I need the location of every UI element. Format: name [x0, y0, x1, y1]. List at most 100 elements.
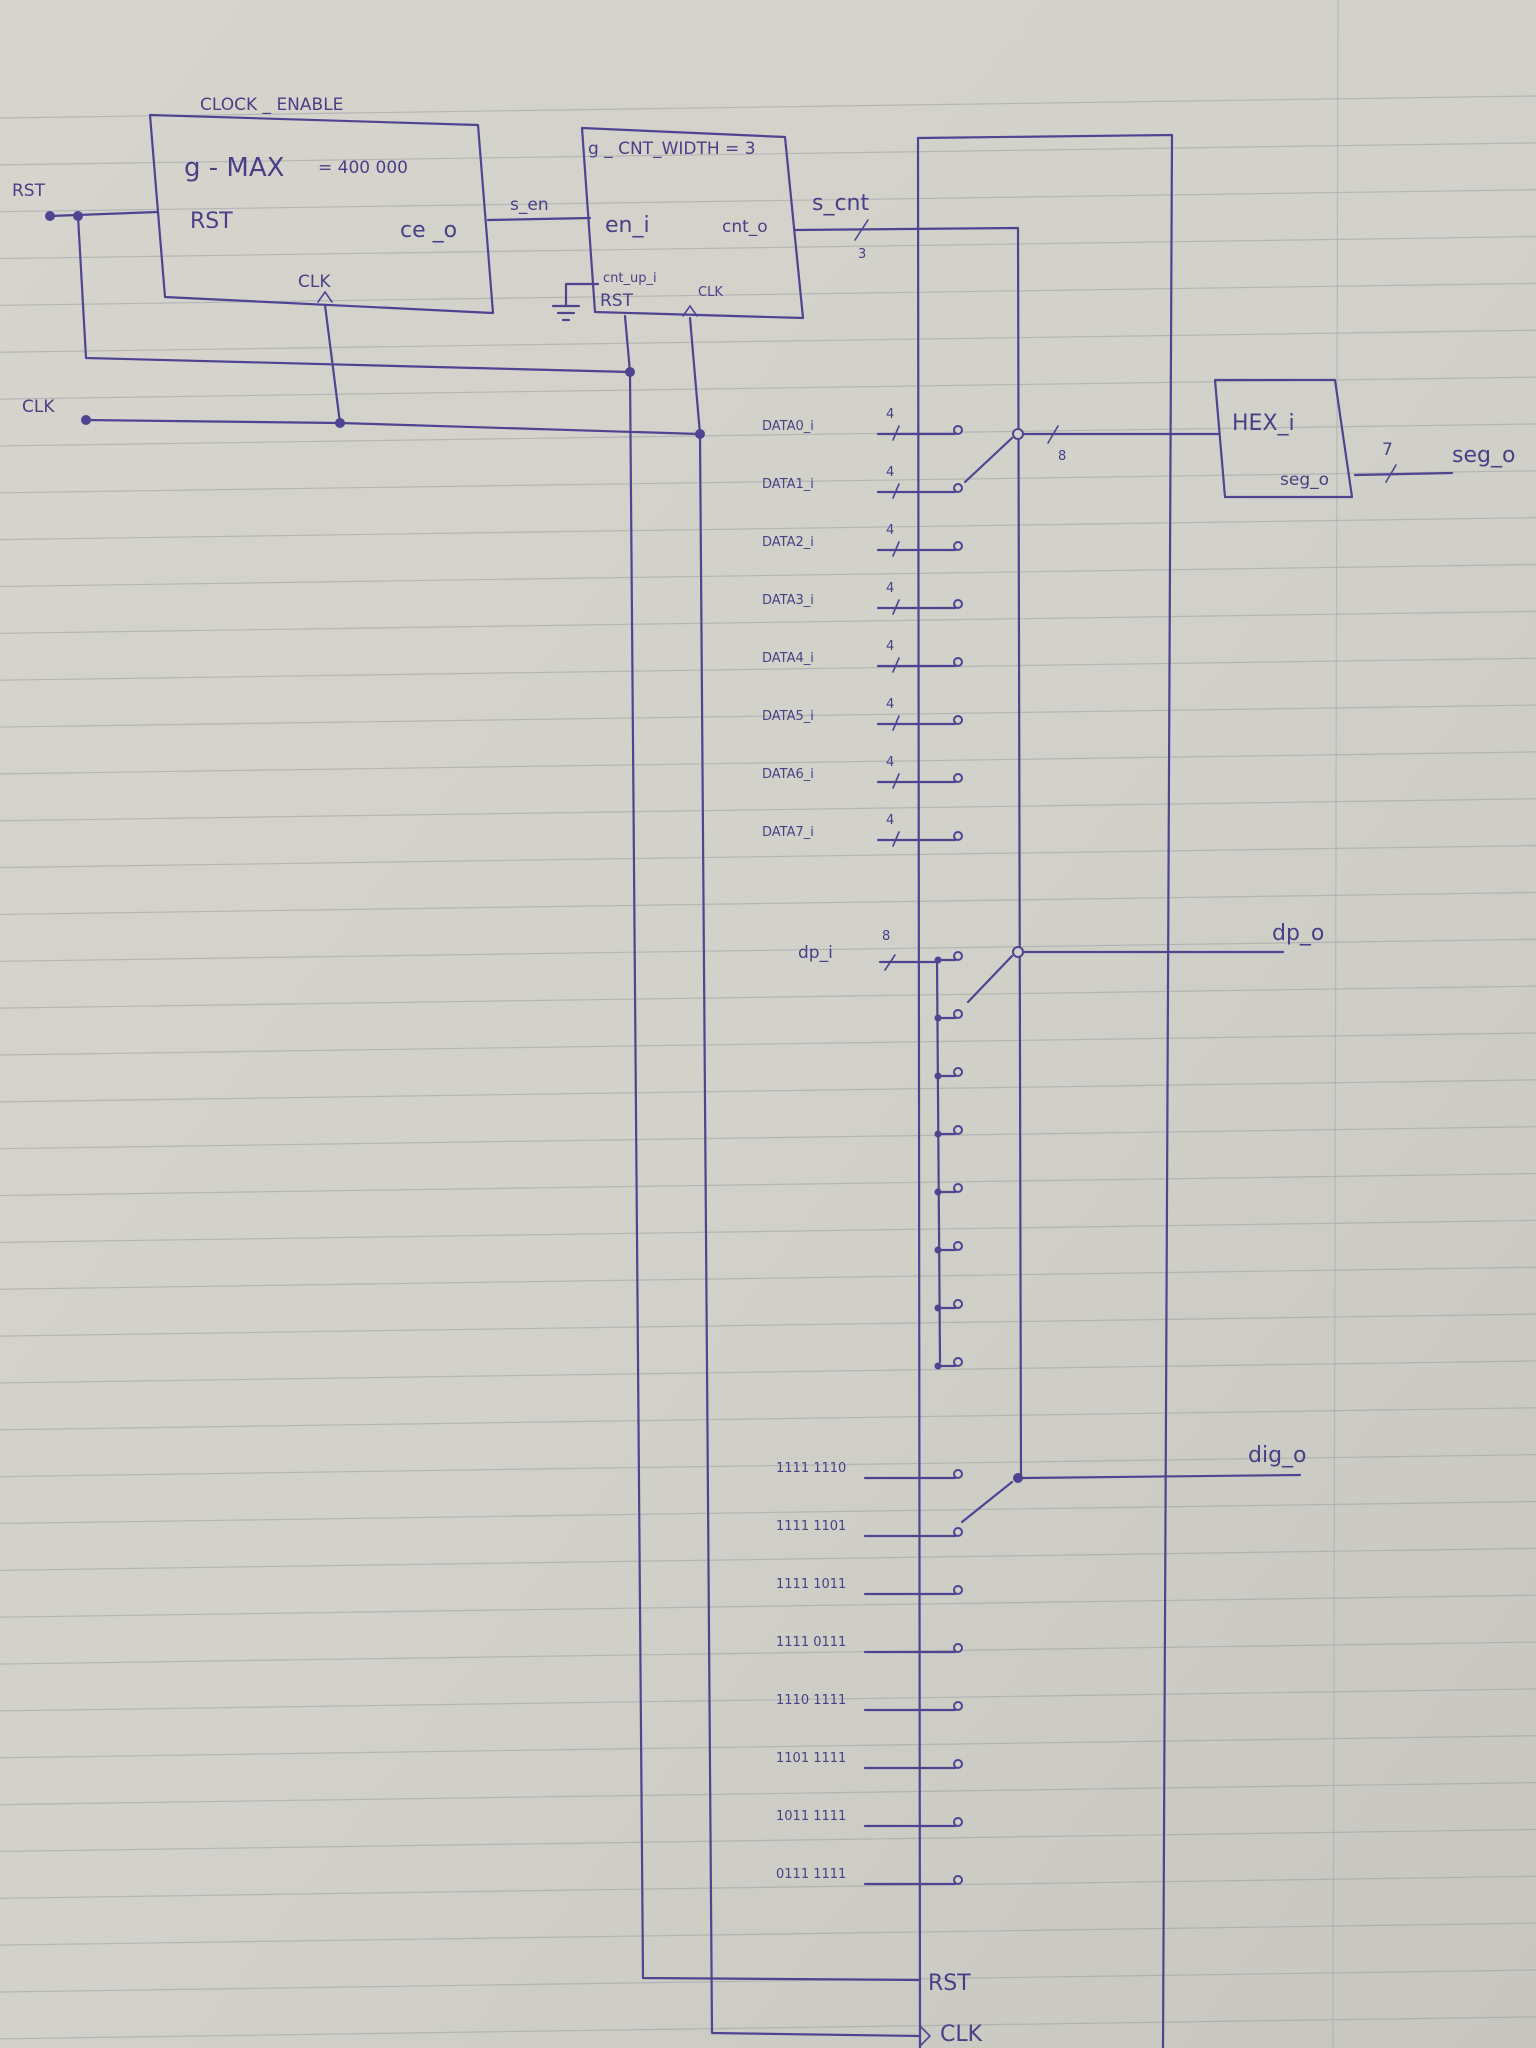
mux-input-terminal	[953, 1759, 963, 1769]
bus-slash	[892, 425, 900, 441]
dig-mux-switch	[960, 1480, 1014, 1524]
s-cnt-width: 3	[858, 247, 866, 262]
clk-input-label: CLK	[22, 397, 55, 417]
bus-slash	[892, 657, 900, 673]
mux-input-terminal	[953, 1357, 963, 1367]
mux-input-terminal	[953, 1299, 963, 1309]
ruled-line	[0, 1969, 1536, 1993]
ruled-line	[0, 189, 1536, 213]
hex-block: HEX_i seg_o 7 seg_o	[1213, 378, 1515, 499]
cnt-width-generic: g _ CNT_WIDTH = 3	[588, 139, 756, 159]
mux-input-terminal	[953, 831, 963, 841]
seg-output-label: seg_o	[1452, 443, 1515, 468]
ruled-line	[0, 751, 1536, 775]
ground-icon	[551, 304, 581, 322]
mux-clk-pin: CLK	[940, 2022, 983, 2047]
clock-enable-title: CLOCK _ ENABLE	[200, 95, 343, 115]
ruled-line	[0, 95, 1536, 119]
mux-input-terminal	[953, 1067, 963, 1077]
mux-input-terminal	[953, 715, 963, 725]
bus-slash	[892, 599, 900, 615]
ruled-lines	[0, 95, 1536, 2040]
data-input-width: 4	[886, 639, 894, 654]
ce-output-pin: ce _o	[400, 218, 457, 243]
data-input-width: 4	[886, 465, 894, 480]
en-input-pin: en_i	[605, 213, 650, 238]
bus-slash	[892, 773, 900, 789]
data-input-width: 4	[886, 697, 894, 712]
ruled-line	[0, 1641, 1536, 1665]
ruled-line	[0, 1032, 1536, 1056]
ruled-line	[0, 517, 1536, 541]
data-input-label: DATA1_i	[762, 477, 814, 492]
ruled-line	[0, 1735, 1536, 1759]
data-input-width: 4	[886, 523, 894, 538]
mux-input-terminal	[953, 1241, 963, 1251]
margin-line	[1332, 0, 1339, 2048]
dp-width: 8	[882, 929, 890, 944]
clk-bus-wire	[688, 316, 922, 2038]
cnt-output-pin: cnt_o	[722, 217, 768, 237]
bus-slash	[892, 715, 900, 731]
dig-output-label: dig_o	[1248, 1443, 1307, 1468]
data-input-label: DATA2_i	[762, 535, 814, 550]
mux-clk-edge-icon	[919, 2025, 932, 2047]
ruled-line	[0, 1782, 1536, 1806]
ruled-line	[0, 423, 1536, 447]
ruled-line	[0, 1922, 1536, 1946]
dp-bus	[935, 958, 942, 1364]
data-input-width: 4	[886, 581, 894, 596]
mux-input-terminal	[953, 1183, 963, 1193]
counter-clk-edge-icon	[682, 304, 698, 317]
ruled-line	[0, 1688, 1536, 1712]
ruled-line	[0, 1313, 1536, 1337]
data-input-width: 4	[886, 813, 894, 828]
data-input-label: DATA5_i	[762, 709, 814, 724]
ruled-line	[0, 563, 1536, 588]
mux-input-terminal	[953, 541, 963, 551]
ruled-line	[0, 142, 1536, 166]
hex-name: HEX_i	[1232, 411, 1295, 436]
dp-mux-pivot	[1012, 946, 1024, 958]
mux-input-terminal	[953, 1469, 963, 1479]
dp-input-label: dp_i	[798, 943, 833, 963]
clock-enable-rst-pin: RST	[190, 209, 233, 234]
mux-input-terminal	[953, 1527, 963, 1537]
dp-mux-switch	[966, 954, 1014, 1004]
bus-slash	[892, 541, 900, 557]
mux-input-terminal	[953, 1009, 963, 1019]
data-mux-switch	[963, 436, 1014, 484]
ruled-line	[0, 610, 1536, 634]
mux-input-terminal	[953, 1701, 963, 1711]
ruled-line	[0, 235, 1536, 260]
clock-enable-clk-pin: CLK	[298, 272, 331, 292]
digit-code-label: 1111 1011	[776, 1577, 846, 1592]
dp-taps	[934, 951, 963, 1370]
rst-bus-wire	[623, 314, 922, 1982]
ruled-line	[0, 704, 1536, 728]
data-mux-pivot	[1012, 428, 1024, 440]
counter-clk-pin: CLK	[698, 285, 723, 300]
hex-seg-pin: seg_o	[1280, 470, 1329, 490]
dig-output-wire	[1021, 1473, 1302, 1480]
ruled-line	[0, 1407, 1536, 1431]
ruled-line	[0, 1875, 1536, 1899]
counter-block: g _ CNT_WIDTH = 3 en_i cnt_o cnt_up_i RS…	[580, 126, 805, 320]
bus-slash	[892, 483, 900, 499]
digit-code-label: 1101 1111	[776, 1751, 846, 1766]
data-input-width: 4	[886, 755, 894, 770]
ruled-line	[0, 1266, 1536, 1290]
mux-block	[916, 133, 1174, 2048]
ruled-line	[0, 938, 1536, 962]
dig-mux-pivot	[1013, 1473, 1023, 1483]
digit-code-label: 1110 1111	[776, 1693, 846, 1708]
ruled-line	[0, 1126, 1536, 1150]
mux-input-terminal	[953, 1875, 963, 1885]
data-input-label: DATA3_i	[762, 593, 814, 608]
s-cnt-label: s_cnt	[812, 191, 870, 216]
data-input-label: DATA0_i	[762, 419, 814, 434]
data-input-width: 4	[886, 407, 894, 422]
data-bus-width: 8	[1058, 449, 1066, 464]
g-max-value: = 400 000	[318, 158, 408, 178]
